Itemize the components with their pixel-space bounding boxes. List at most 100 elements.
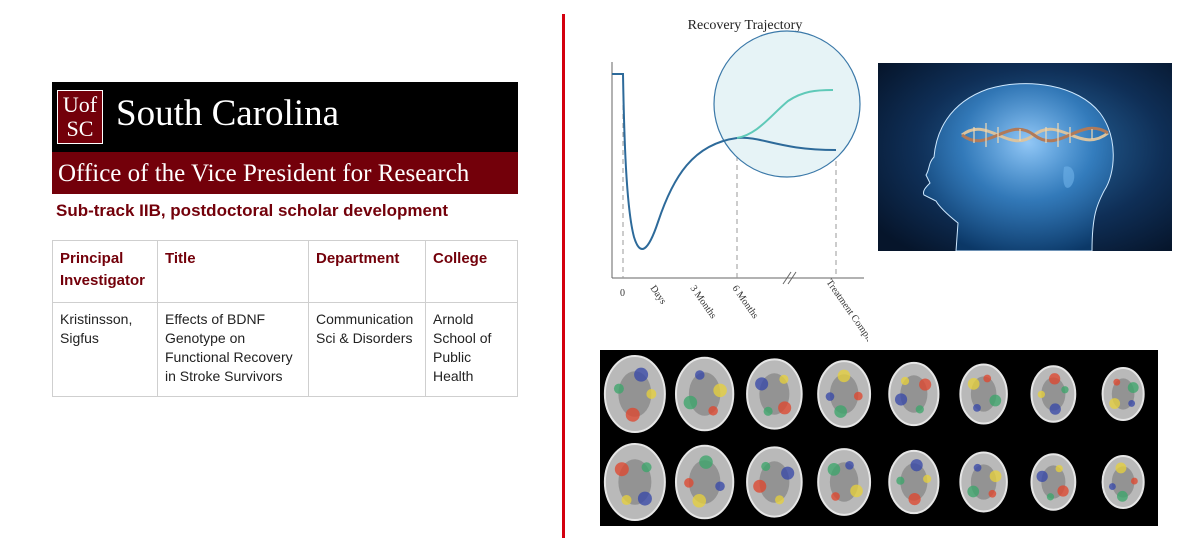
- activation-blob: [837, 369, 851, 383]
- recovery-trajectory-chart: 0 Days 3 Months 6 Months Treatment Compl…: [611, 30, 868, 342]
- activation-blob: [1036, 470, 1048, 483]
- activation-blob: [896, 476, 905, 485]
- brain-slice-inner: [688, 372, 721, 416]
- activation-blob: [827, 463, 841, 476]
- cell-department: Communication Sci & Disorders: [308, 302, 426, 397]
- activation-blob: [715, 481, 725, 492]
- activation-blob: [850, 484, 863, 498]
- brain-slice-inner: [1111, 466, 1135, 498]
- activation-blob: [910, 459, 923, 472]
- activation-blob: [775, 495, 785, 505]
- logo-line1: Uof: [62, 92, 98, 117]
- head-silhouette: [923, 83, 1114, 251]
- usc-logo: Uof SC: [57, 90, 103, 144]
- activation-blob: [614, 462, 629, 477]
- header-title: Title: [157, 240, 309, 303]
- activation-blob: [1130, 477, 1138, 485]
- cell-college: Arnold School of Public Health: [425, 302, 518, 397]
- activation-blob: [683, 395, 698, 410]
- ear-shape: [1063, 166, 1075, 188]
- activation-blob: [692, 494, 707, 508]
- activation-blob: [989, 470, 1002, 483]
- activation-blob: [1108, 483, 1116, 490]
- activation-blob: [915, 405, 924, 414]
- activation-blob: [699, 455, 713, 469]
- activation-blob: [613, 383, 624, 394]
- header-principal-investigator: Principal Investigator: [52, 240, 158, 303]
- tick-label-days: Days: [648, 283, 669, 306]
- activation-blob: [625, 407, 640, 422]
- activation-blob: [753, 479, 767, 493]
- activation-blob: [1116, 490, 1128, 502]
- chart-title: Recovery Trajectory: [687, 18, 803, 33]
- usc-banner: Uof SC South Carolina Office of the Vice…: [52, 82, 518, 194]
- tick-label-treatment-complete-text: Treatment Complete: [824, 277, 868, 342]
- brain-mri-grid: [600, 350, 1158, 526]
- banner-gap: [52, 152, 518, 154]
- subtrack-heading: Sub-track IIB, postdoctoral scholar deve…: [56, 201, 449, 220]
- activation-blob: [755, 377, 769, 391]
- header-department: Department: [308, 240, 426, 303]
- activation-blob: [1048, 373, 1061, 385]
- activation-blob: [695, 370, 705, 380]
- brain-slice-inner: [1041, 377, 1066, 411]
- table-row: Kristinsson, Sigfus Effects of BDNF Geno…: [52, 302, 518, 397]
- axis-break-mark: [782, 271, 792, 285]
- activation-blob: [634, 367, 649, 382]
- activation-blob: [637, 491, 652, 506]
- tick-label-0: 0: [620, 288, 625, 299]
- activation-blob: [1113, 378, 1121, 386]
- activation-blob: [845, 460, 854, 470]
- brain-slice-inner: [900, 463, 928, 501]
- activation-blob: [983, 374, 992, 383]
- brain-slice-inner: [829, 374, 859, 414]
- activation-blob: [779, 374, 789, 384]
- activation-blob: [967, 485, 980, 498]
- main-trajectory-line: [612, 73, 837, 250]
- activation-blob: [831, 492, 840, 501]
- head-dna-image: [878, 63, 1172, 251]
- activation-blob: [908, 493, 921, 506]
- activation-blob: [900, 376, 910, 386]
- grant-table: Principal Investigator Title Department …: [52, 240, 518, 397]
- header-college: College: [425, 240, 518, 303]
- brain-slice-inner: [618, 371, 652, 417]
- activation-blob: [853, 391, 863, 401]
- cell-title: Effects of BDNF Genotype on Functional R…: [157, 302, 309, 397]
- activation-blob: [641, 462, 652, 473]
- activation-blob: [1055, 464, 1063, 473]
- banner-bottom-bar: Office of the Vice President for Researc…: [52, 154, 518, 194]
- activation-blob: [923, 474, 932, 483]
- logo-line2: SC: [66, 116, 94, 141]
- activation-blob: [1109, 398, 1121, 409]
- office-title: Office of the Vice President for Researc…: [58, 160, 470, 187]
- axis-break-mark: [787, 271, 797, 285]
- activation-blob: [781, 466, 795, 480]
- zoom-circle: [713, 30, 861, 178]
- activation-blob: [1061, 386, 1069, 394]
- activation-blob: [646, 389, 657, 399]
- activation-blob: [1115, 462, 1127, 474]
- brain-slice-inner: [688, 460, 721, 504]
- activation-blob: [1057, 485, 1069, 497]
- activation-blob: [763, 406, 773, 416]
- cell-investigator: Kristinsson, Sigfus: [52, 302, 158, 397]
- dna-helix: [961, 126, 1109, 143]
- activation-blob: [1046, 493, 1055, 501]
- activation-blob: [919, 378, 932, 391]
- dna-rungs: [973, 123, 1093, 147]
- activation-blob: [894, 393, 908, 406]
- activation-blob: [684, 478, 694, 488]
- activation-blob: [1037, 390, 1045, 399]
- activation-blob: [761, 461, 771, 471]
- tick-label-6-months: 6 Months: [730, 283, 761, 321]
- activation-blob: [1128, 399, 1136, 407]
- activation-blob: [778, 401, 792, 415]
- banner-top-bar: Uof SC South Carolina: [52, 82, 518, 152]
- activation-blob: [988, 489, 997, 498]
- activation-blob: [967, 378, 980, 390]
- brand-name: South Carolina: [116, 93, 340, 134]
- activation-blob: [708, 406, 718, 416]
- activation-blob: [825, 392, 835, 401]
- activation-blob: [834, 405, 847, 418]
